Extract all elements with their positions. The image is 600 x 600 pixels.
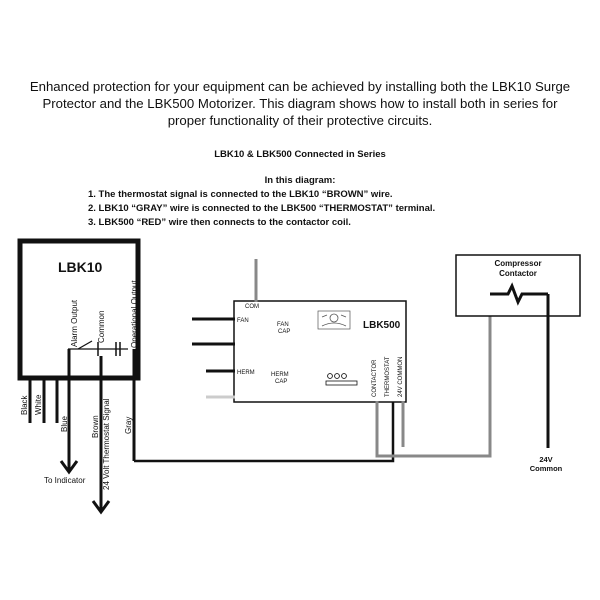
terminal-thermostat-label: THERMOSTAT — [385, 356, 391, 397]
led-3-icon — [341, 373, 347, 379]
label-to-indicator: To Indicator — [44, 476, 86, 485]
led-1-icon — [327, 373, 333, 379]
lbk500-fan-cap-label-2: CAP — [278, 329, 290, 335]
lbk500-logo-icon — [317, 310, 351, 330]
relay-switch-arm — [77, 340, 93, 350]
lbk500-fan-label: FAN — [237, 318, 249, 324]
wire-gray-to-thermostat — [134, 401, 395, 463]
step-2: 2. LBK10 “GRAY” wire is connected to the… — [88, 203, 436, 214]
lbk500-herm-cap-label-1: HERM — [271, 372, 289, 378]
arrow-to-indicator-icon — [59, 460, 79, 475]
lbk500-box — [233, 300, 407, 403]
label-common: Common — [530, 464, 563, 473]
led-2-icon — [334, 373, 340, 379]
label-black: Black — [20, 394, 29, 415]
label-thermostat-signal: 24 Volt Thermostat Signal — [102, 398, 111, 490]
intro-line-3: proper functionality of their protective… — [167, 113, 433, 128]
lbk10-common-label: Common — [97, 311, 106, 343]
lbk500-com-label: COM — [245, 304, 259, 310]
intro-text: Enhanced protection for your equipment c… — [0, 78, 600, 129]
lbk500-title: LBK500 — [363, 320, 401, 331]
intro-line-1: Enhanced protection for your equipment c… — [29, 79, 571, 94]
label-gray: Gray — [124, 417, 133, 434]
diagram-subheading: In this diagram: — [264, 175, 336, 186]
contactor-box — [455, 254, 581, 317]
step-1: 1. The thermostat signal is connected to… — [88, 189, 393, 200]
step-3: 3. LBK500 “RED” wire then connects to th… — [88, 217, 351, 228]
terminal-contactor-label: CONTACTOR — [372, 359, 378, 397]
lbk10-alarm-output-label: Alarm Output — [70, 299, 79, 347]
connector-strip — [325, 380, 358, 386]
lbk10-operational-output-label: Operational Output — [130, 280, 139, 348]
contactor-label-2: Contactor — [499, 269, 537, 278]
diagram-heading: LBK10 & LBK500 Connected in Series — [214, 149, 386, 160]
terminal-24v-common-label: 24V COMMON — [398, 357, 404, 397]
lbk500-herm-label: HERM — [237, 370, 255, 376]
arrow-thermostat-icon — [91, 500, 111, 515]
label-blue: Blue — [60, 415, 69, 432]
steps-list: 1. The thermostat signal is connected to… — [88, 188, 435, 230]
label-brown: Brown — [91, 415, 100, 438]
lbk500-fan-cap-label-1: FAN — [277, 322, 289, 328]
lbk10-title: LBK10 — [58, 259, 103, 275]
lbk500-herm-cap-label-2: CAP — [275, 379, 287, 385]
contactor-label-1: Compressor — [494, 259, 541, 268]
wire-contactor-to-coil — [375, 294, 492, 458]
contactor-coil-icon — [490, 282, 548, 306]
intro-line-2: Protector and the LBK500 Motorizer. This… — [42, 96, 558, 111]
label-white: White — [34, 394, 43, 415]
lbk10-box — [17, 238, 141, 381]
label-24v: 24V — [539, 455, 552, 464]
